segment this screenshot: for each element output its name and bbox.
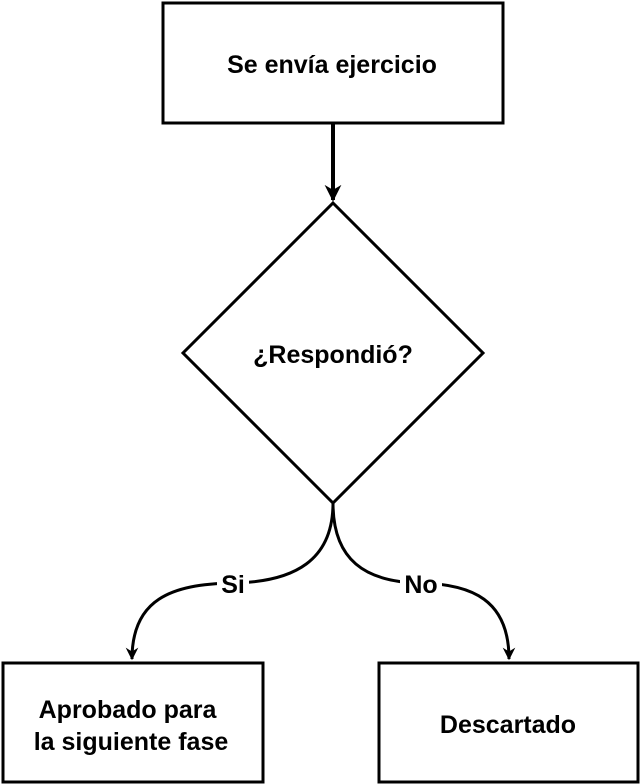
edge-label-yes: Si	[221, 571, 245, 599]
process-box	[377, 661, 640, 784]
process-box	[161, 1, 505, 125]
decision-diamond	[180, 200, 486, 506]
node-approved: Aprobado para la siguiente fase	[1, 661, 265, 784]
node-approved-label: Aprobado para la siguiente fase	[34, 696, 229, 756]
node-discarded: Descartado	[377, 661, 640, 784]
node-decision: ¿Respondió?	[180, 200, 486, 506]
node-decision-label: ¿Respondió?	[253, 341, 413, 369]
edge-no: No	[331, 502, 516, 661]
node-start: Se envía ejercicio	[161, 1, 505, 125]
edge-label-no: No	[404, 571, 437, 599]
process-box	[1, 661, 265, 784]
node-start-label: Se envía ejercicio	[227, 51, 437, 79]
node-discarded-label: Descartado	[440, 711, 576, 739]
edge-label-no-background	[400, 569, 442, 597]
node-approved-label-line-1: Aprobado para	[39, 696, 218, 724]
node-approved-label-line-2: la siguiente fase	[34, 728, 229, 756]
edge-yes: Si	[125, 502, 335, 661]
edge-label-yes-background	[217, 569, 249, 597]
